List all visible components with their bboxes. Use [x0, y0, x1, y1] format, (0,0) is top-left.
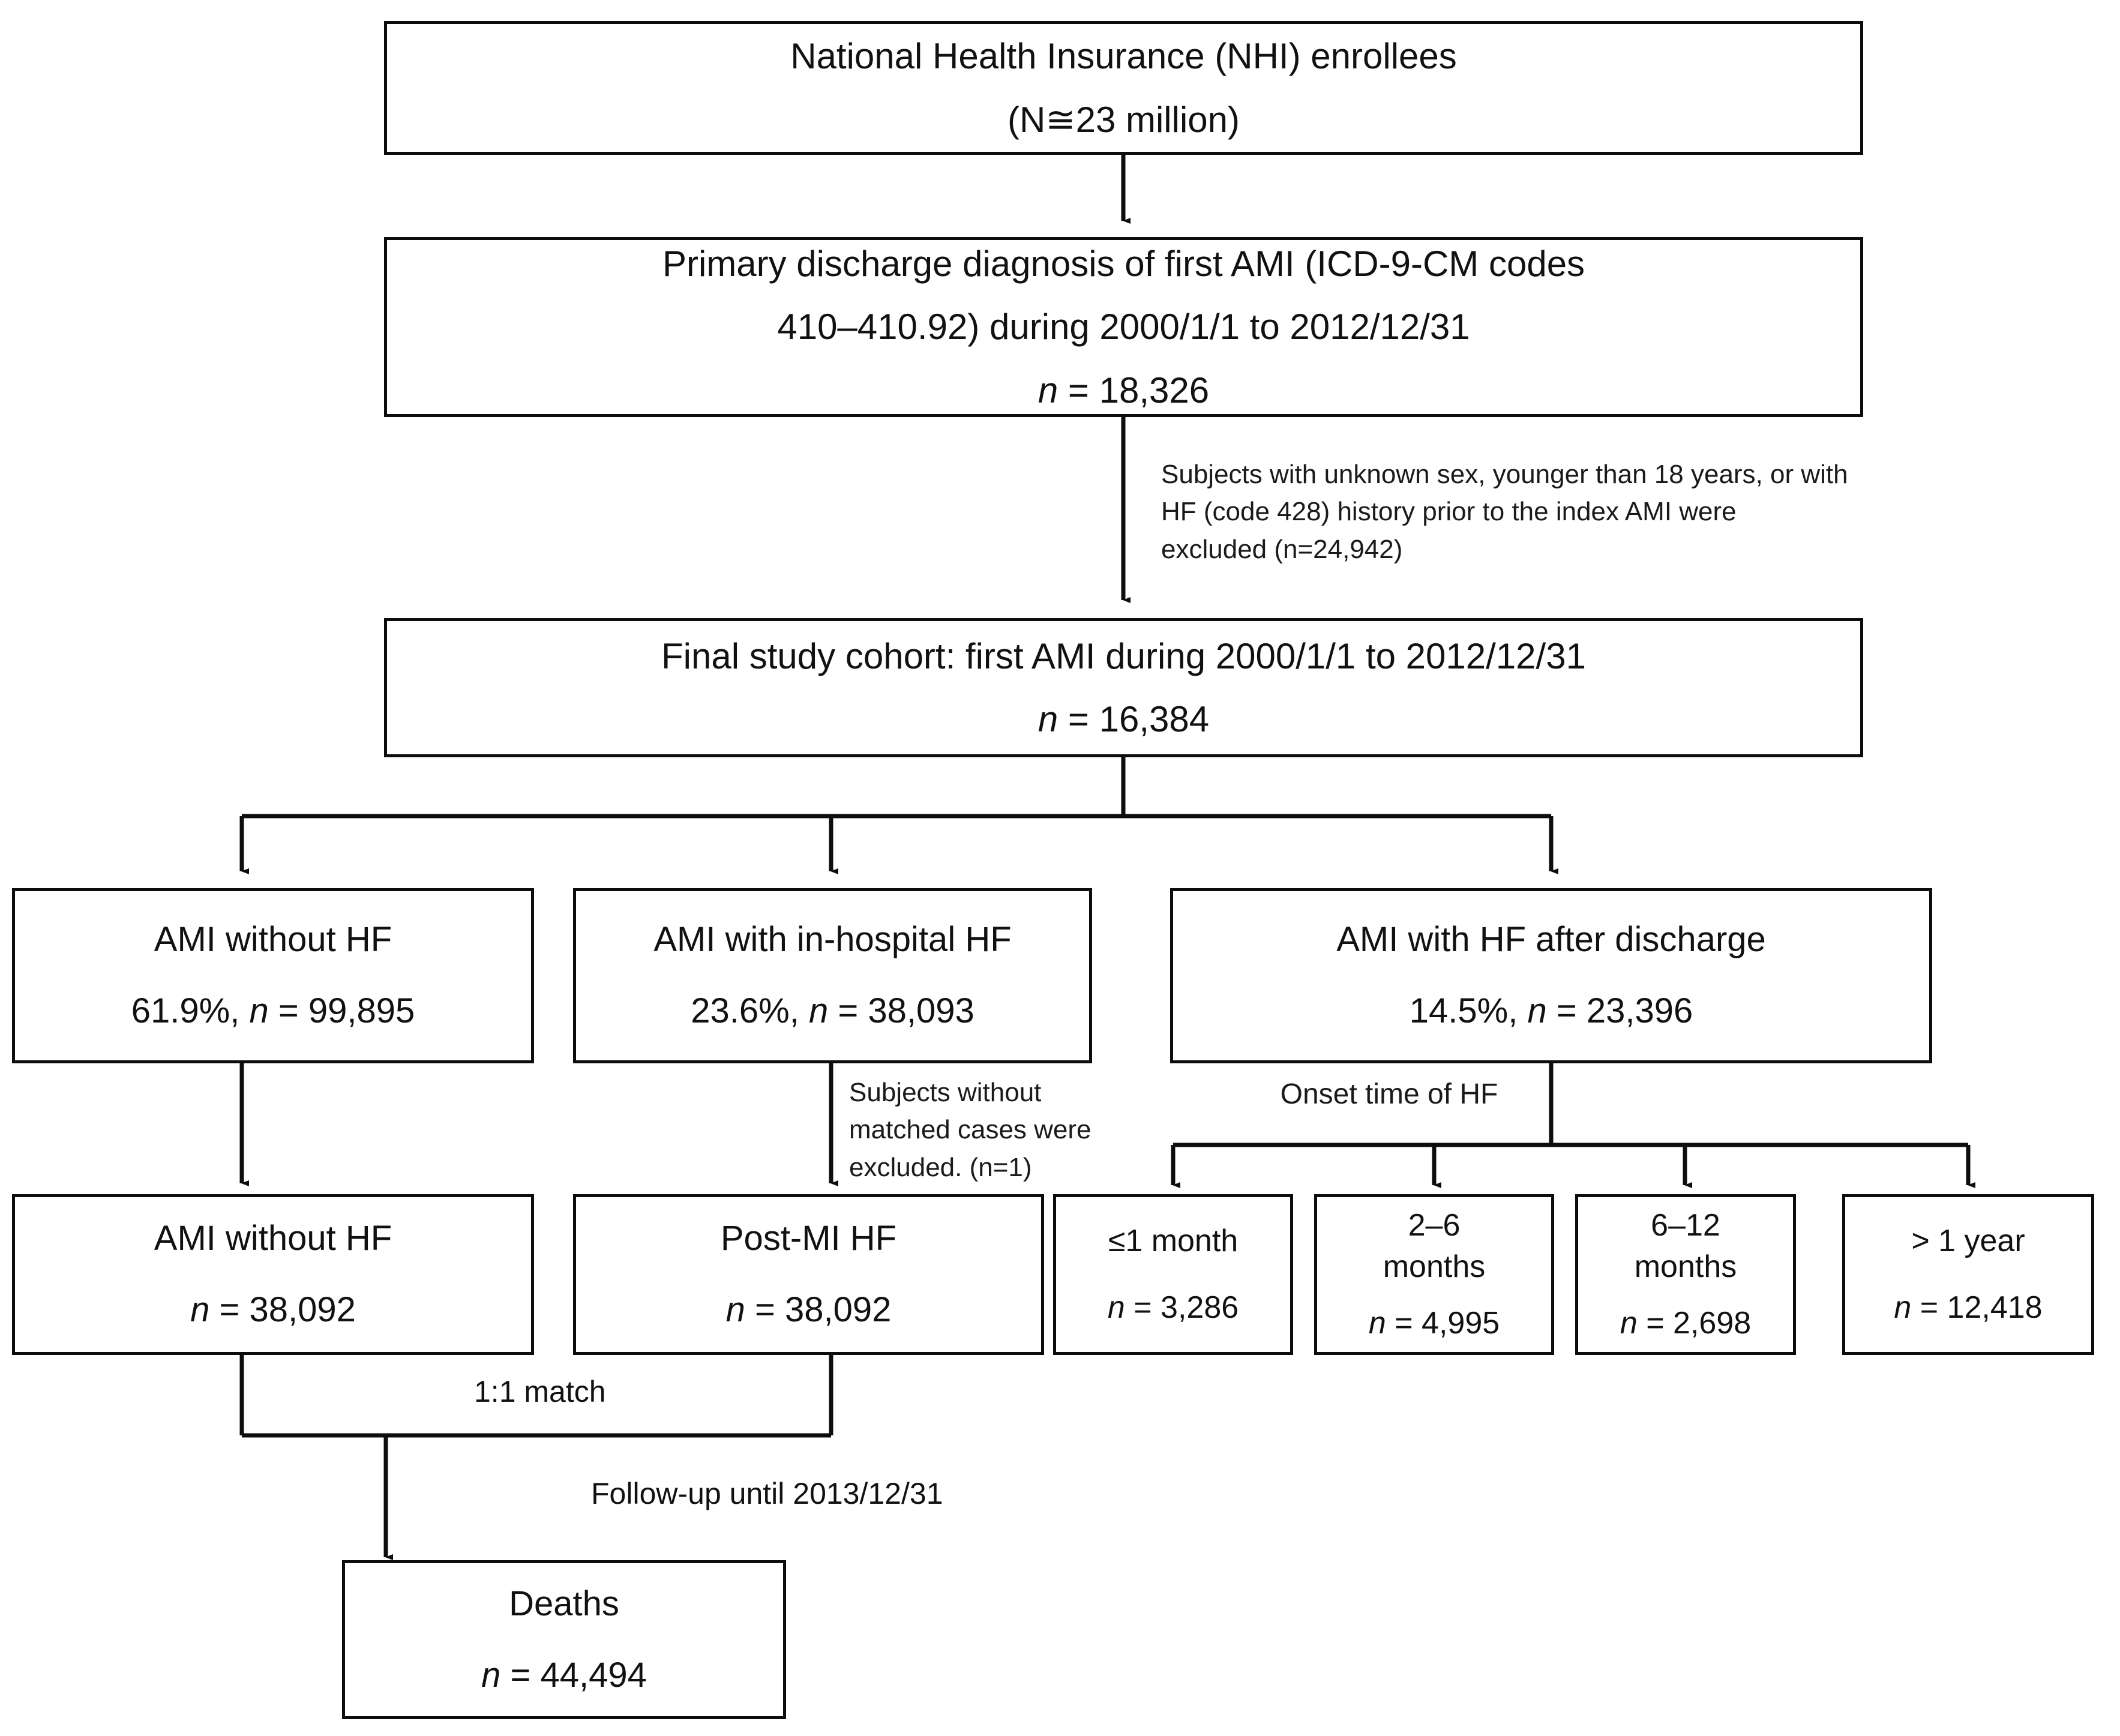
- n-symbol: n: [190, 1290, 210, 1329]
- node-post-mi-hf-label: Post-MI HF: [720, 1219, 897, 1258]
- node-ami-inhospital-hf-label: AMI with in-hospital HF: [653, 920, 1012, 960]
- node-ami-without-hf-matched: AMI without HF n = 38,092: [12, 1194, 534, 1355]
- node-onset-6-12-months-label-b: months: [1634, 1249, 1737, 1284]
- n-symbol: n: [1107, 1290, 1125, 1325]
- node-ami-without-hf: AMI without HF 61.9%, n = 99,895: [12, 888, 534, 1063]
- n-symbol: n: [1037, 370, 1058, 410]
- n-value: = 12,418: [1911, 1290, 2043, 1325]
- n-symbol: n: [1368, 1306, 1386, 1341]
- annotation-onset-time-of-hf: Onset time of HF: [1280, 1078, 1498, 1110]
- node-ami-without-hf-label: AMI without HF: [154, 920, 392, 960]
- node-primary-discharge-line1: Primary discharge diagnosis of first AMI…: [662, 244, 1585, 284]
- node-ami-hf-after-discharge: AMI with HF after discharge 14.5%, n = 2…: [1170, 888, 1932, 1063]
- n-value: = 16,384: [1058, 699, 1210, 739]
- node-primary-discharge: Primary discharge diagnosis of first AMI…: [384, 237, 1863, 417]
- n-value: = 38,092: [745, 1290, 892, 1329]
- n-symbol: n: [249, 991, 269, 1030]
- n-value: = 23,396: [1546, 991, 1693, 1030]
- n-symbol: n: [481, 1655, 501, 1695]
- node-ami-hf-after-discharge-count: 14.5%, n = 23,396: [1173, 988, 1929, 1035]
- node-final-cohort: Final study cohort: first AMI during 200…: [384, 618, 1863, 757]
- n-symbol: n: [1620, 1306, 1638, 1341]
- n-symbol: n: [1894, 1290, 1912, 1325]
- node-post-mi-hf: Post-MI HF n = 38,092: [573, 1194, 1044, 1355]
- n-value: = 2,698: [1637, 1306, 1752, 1341]
- n-symbol: n: [725, 1290, 745, 1329]
- node-deaths-count: n = 44,494: [345, 1653, 783, 1699]
- node-onset-2-6-months-label-b: months: [1383, 1249, 1486, 1284]
- n-value: = 3,286: [1125, 1290, 1239, 1325]
- node-onset-2-6-months-count: n = 4,995: [1317, 1303, 1551, 1344]
- node-onset-1-month: ≤1 month n = 3,286: [1053, 1194, 1293, 1355]
- node-ami-inhospital-hf: AMI with in-hospital HF 23.6%, n = 38,09…: [573, 888, 1092, 1063]
- node-post-mi-hf-count: n = 38,092: [576, 1287, 1041, 1333]
- node-final-cohort-count: n = 16,384: [387, 695, 1860, 743]
- node-onset-over-1-year-label: > 1 year: [1911, 1224, 2025, 1259]
- annotation-exclusion-criteria: Subjects with unknown sex, younger than …: [1161, 460, 1848, 564]
- n-symbol: n: [1527, 991, 1547, 1030]
- node-onset-over-1-year-count: n = 12,418: [1845, 1287, 2091, 1329]
- node-nhi-enrollees-line1: National Health Insurance (NHI) enrollee…: [790, 36, 1457, 77]
- node-ami-without-hf-matched-label: AMI without HF: [154, 1219, 392, 1258]
- n-symbol: n: [808, 991, 829, 1030]
- n-value: = 4,995: [1386, 1306, 1500, 1341]
- node-onset-1-month-count: n = 3,286: [1056, 1287, 1290, 1329]
- annotation-unmatched-excluded: Subjects without matched cases were excl…: [849, 1078, 1092, 1182]
- node-nhi-enrollees-line2: (N≅23 million): [1007, 99, 1240, 140]
- node-ami-hf-after-discharge-label: AMI with HF after discharge: [1336, 920, 1766, 960]
- node-onset-over-1-year: > 1 year n = 12,418: [1842, 1194, 2094, 1355]
- pct-value: 61.9%,: [131, 991, 250, 1030]
- node-final-cohort-line1: Final study cohort: first AMI during 200…: [661, 635, 1586, 676]
- node-onset-2-6-months-label-a: 2–6: [1408, 1208, 1461, 1243]
- n-symbol: n: [1037, 699, 1058, 739]
- node-nhi-enrollees: National Health Insurance (NHI) enrollee…: [384, 21, 1863, 155]
- edge-label-follow-up: Follow-up until 2013/12/31: [591, 1477, 943, 1510]
- node-onset-6-12-months-count: n = 2,698: [1578, 1303, 1793, 1344]
- n-value: = 38,092: [209, 1290, 356, 1329]
- node-ami-without-hf-count: 61.9%, n = 99,895: [15, 988, 531, 1035]
- node-onset-6-12-months: 6–12 months n = 2,698: [1575, 1194, 1796, 1355]
- n-value: = 18,326: [1058, 370, 1210, 410]
- n-value: = 44,494: [500, 1655, 647, 1695]
- node-primary-discharge-count: n = 18,326: [387, 367, 1860, 414]
- n-value: = 99,895: [268, 991, 415, 1030]
- pct-value: 14.5%,: [1409, 991, 1528, 1030]
- pct-value: 23.6%,: [691, 991, 809, 1030]
- node-ami-inhospital-hf-count: 23.6%, n = 38,093: [576, 988, 1089, 1035]
- node-primary-discharge-line2: 410–410.92) during 2000/1/1 to 2012/12/3…: [777, 307, 1470, 347]
- node-deaths: Deaths n = 44,494: [342, 1560, 786, 1719]
- node-onset-2-6-months: 2–6 months n = 4,995: [1314, 1194, 1554, 1355]
- node-onset-1-month-label: ≤1 month: [1108, 1224, 1239, 1259]
- node-ami-without-hf-matched-count: n = 38,092: [15, 1287, 531, 1333]
- node-deaths-label: Deaths: [509, 1584, 619, 1623]
- n-value: = 38,093: [828, 991, 974, 1030]
- node-onset-6-12-months-label-a: 6–12: [1651, 1208, 1720, 1243]
- edge-label-match-ratio: 1:1 match: [474, 1375, 606, 1408]
